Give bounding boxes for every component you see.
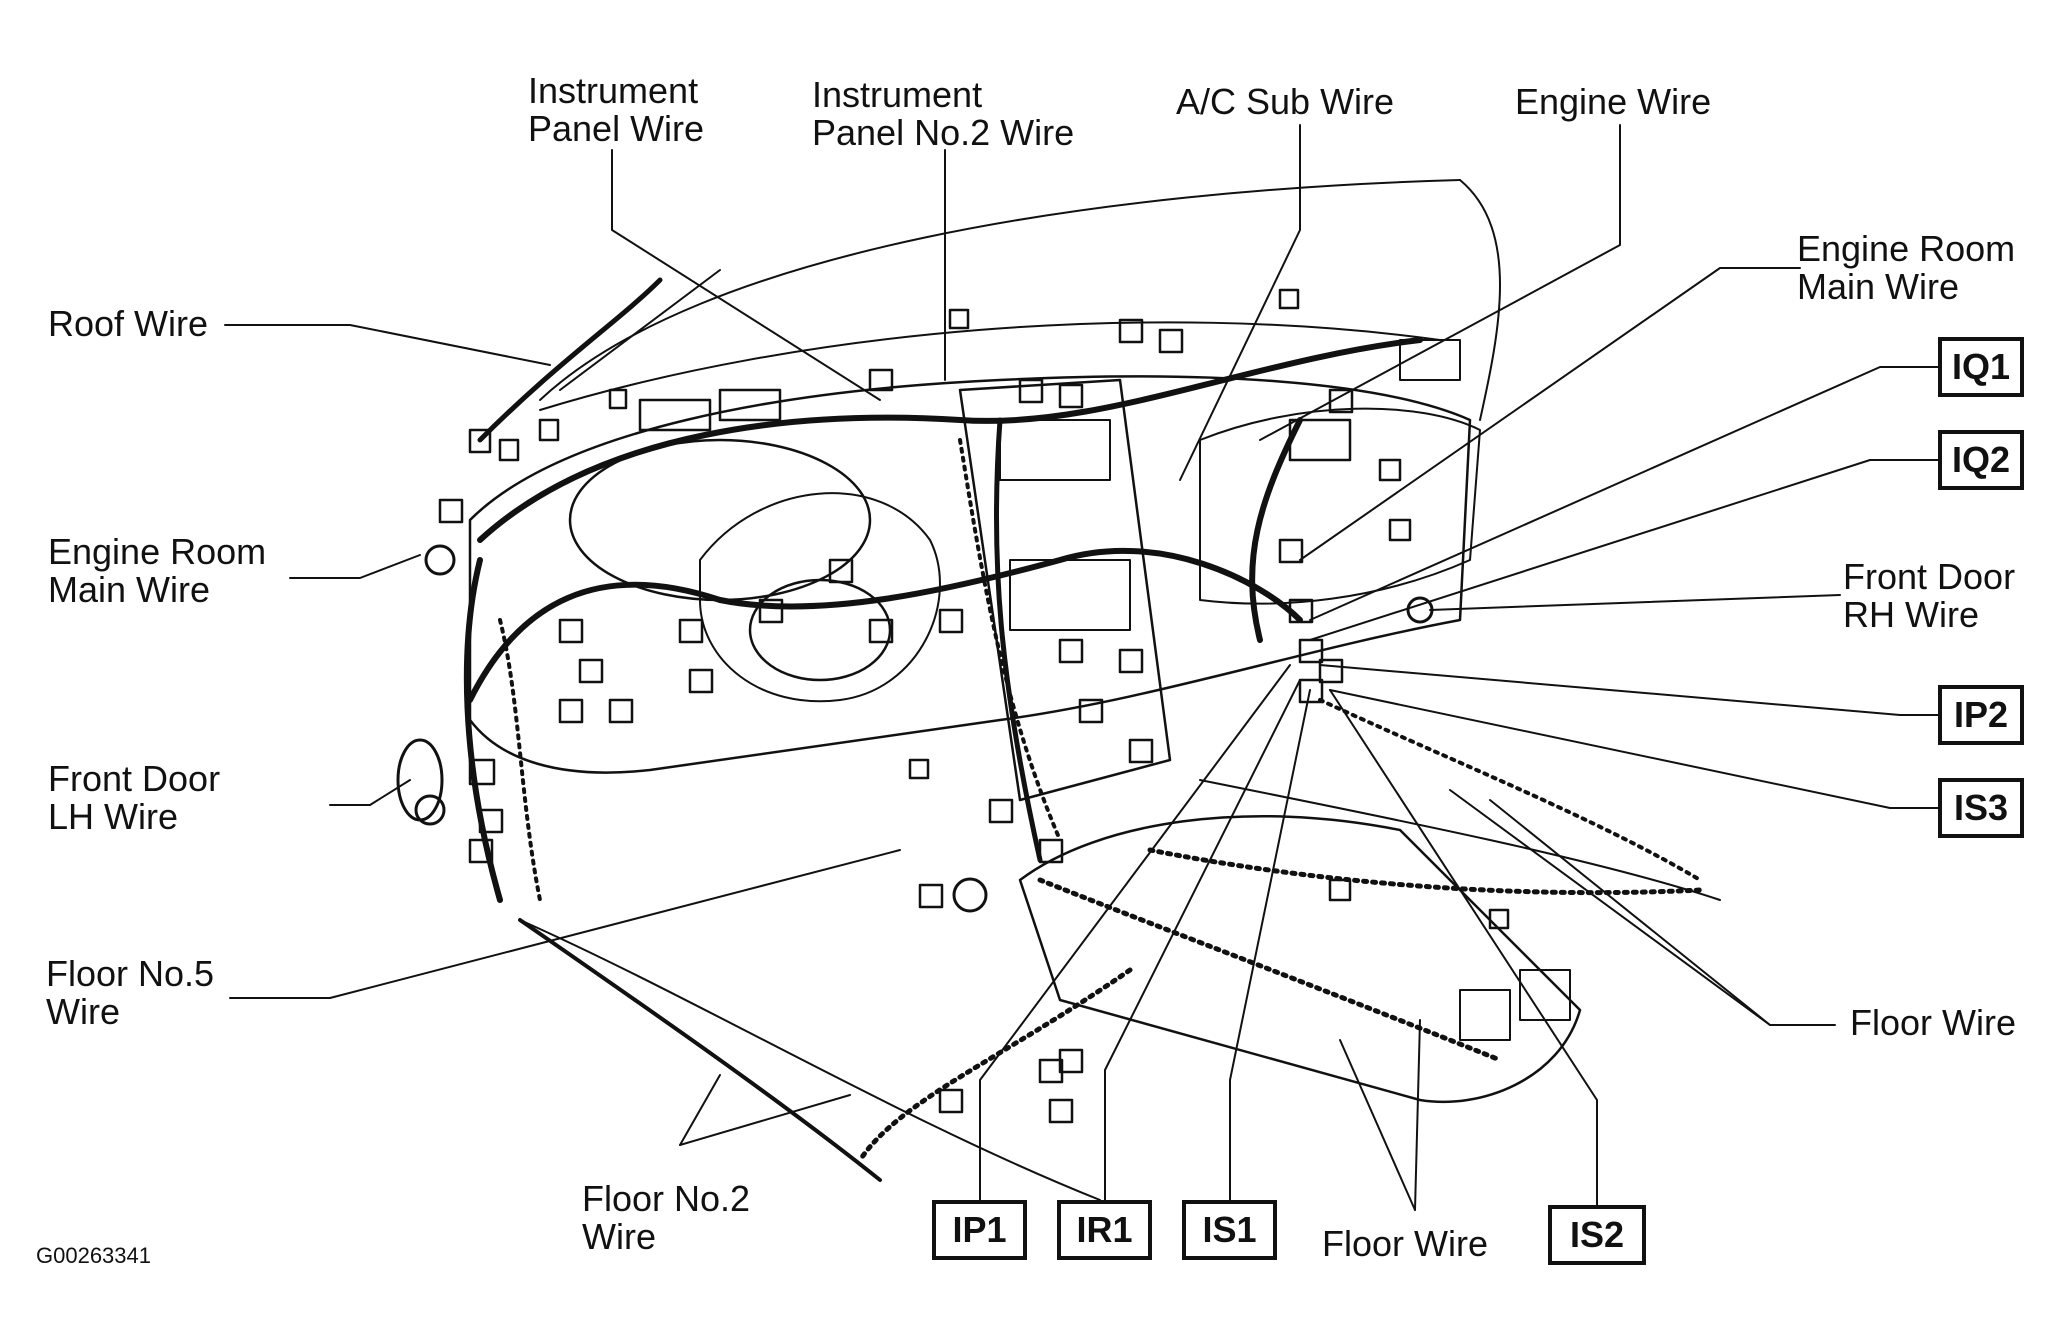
label-floor-wire-bottom: Floor Wire [1322, 1223, 1489, 1264]
console-cup-holder-1 [1459, 989, 1511, 1041]
center-down-harness [993, 417, 1043, 863]
label-front-door-rh-wire: Front Door RH Wire [1843, 556, 2016, 635]
connector-ir1: IR1 [1057, 1200, 1152, 1260]
steering-wheel [699, 492, 941, 703]
front-door-lh-grommet [396, 738, 444, 822]
leader-engine-wire [1259, 124, 1621, 441]
connector-is3: IS3 [1938, 778, 2024, 838]
leader-instrument-panel-wire [611, 149, 881, 401]
leader-iq2 [1309, 459, 1939, 641]
label-front-door-lh-wire: Front Door LH Wire [48, 758, 221, 837]
upper-dash-line [539, 321, 1441, 411]
leader-floor-wire-bottom-a [1339, 1039, 1416, 1211]
connector-is1: IS1 [1182, 1200, 1277, 1260]
center-console [1018, 815, 1582, 1104]
label-floor-no2-wire: Floor No.2 Wire [582, 1178, 751, 1257]
center-vent [999, 419, 1111, 481]
center-stack [958, 378, 1172, 802]
label-roof-wire: Roof Wire [48, 303, 209, 344]
windshield-outline [539, 179, 1461, 401]
connector-ip2: IP2 [1938, 685, 2024, 745]
leader-floor-wire-bottom-b [1414, 1019, 1421, 1211]
right-vent [1399, 339, 1461, 381]
engine-room-grommet-left [424, 544, 456, 576]
floor-edge [519, 919, 1101, 1201]
leader-floor-no2-wire-a [679, 1074, 721, 1146]
connector-ip1: IP1 [932, 1200, 1027, 1260]
floor-no2-harness [857, 967, 1133, 1163]
label-ac-sub-wire: A/C Sub Wire [1176, 81, 1395, 122]
label-engine-room-main-wire-right: Engine Room Main Wire [1797, 228, 2016, 307]
floor-no5-grommet [952, 877, 988, 913]
label-instrument-panel-wire: Instrument Panel Wire [528, 70, 705, 149]
steering-hub [748, 578, 892, 682]
leader-engine-room-main-wire-right [1299, 267, 1801, 561]
dash-body [468, 375, 1472, 774]
connector-iq2: IQ2 [1938, 430, 2024, 490]
left-down-harness [463, 557, 503, 903]
center-dotted-harness [958, 438, 1062, 842]
label-floor-wire-right: Floor Wire [1850, 1002, 2017, 1043]
leader-is2 [1329, 689, 1598, 1211]
leader-ip1 [979, 664, 1291, 1206]
main-harness-dash [467, 547, 1303, 703]
glovebox [1199, 407, 1481, 605]
leader-ip2 [1319, 664, 1939, 716]
a-pillar-left [559, 269, 721, 391]
roof-harness [477, 277, 663, 443]
label-engine-room-main-wire-left: Engine Room Main Wire [48, 531, 267, 610]
leader-floor-no2-wire-b [679, 1094, 851, 1146]
leader-front-door-rh-wire [1429, 594, 1841, 611]
leader-is3 [1329, 689, 1939, 809]
label-floor-no5-wire: Floor No.5 Wire [46, 953, 215, 1032]
leader-is1 [1229, 689, 1311, 1206]
leader-ac-sub-wire [1179, 124, 1301, 481]
connector-is2: IS2 [1548, 1205, 1646, 1265]
leader-iq1 [1309, 366, 1939, 621]
instrument-cluster [568, 438, 872, 602]
right-harness [1249, 417, 1303, 643]
leader-ir1 [1104, 679, 1301, 1206]
figure-code: G00263341 [36, 1243, 151, 1268]
label-instrument-panel-no2-wire: Instrument Panel No.2 Wire [812, 74, 1075, 153]
right-floor-harness [1318, 698, 1702, 882]
leader-floor-wire-right-b [1489, 799, 1771, 1026]
leader-roof-wire [224, 324, 551, 366]
connector-iq1: IQ1 [1938, 337, 2024, 397]
label-engine-wire: Engine Wire [1515, 81, 1712, 122]
leader-engine-room-main-wire-left [289, 554, 421, 579]
floor-edge-right [1199, 779, 1721, 901]
floor-no2-line [518, 918, 882, 1182]
front-door-lh-grommet-2 [414, 794, 446, 826]
windshield-frame [1459, 179, 1501, 421]
floor-harness-2 [1147, 847, 1703, 896]
leader-floor-no5-wire [229, 849, 901, 999]
left-dotted-harness [498, 618, 542, 902]
main-harness-upper [477, 337, 1423, 543]
leader-front-door-lh-wire [329, 779, 411, 806]
